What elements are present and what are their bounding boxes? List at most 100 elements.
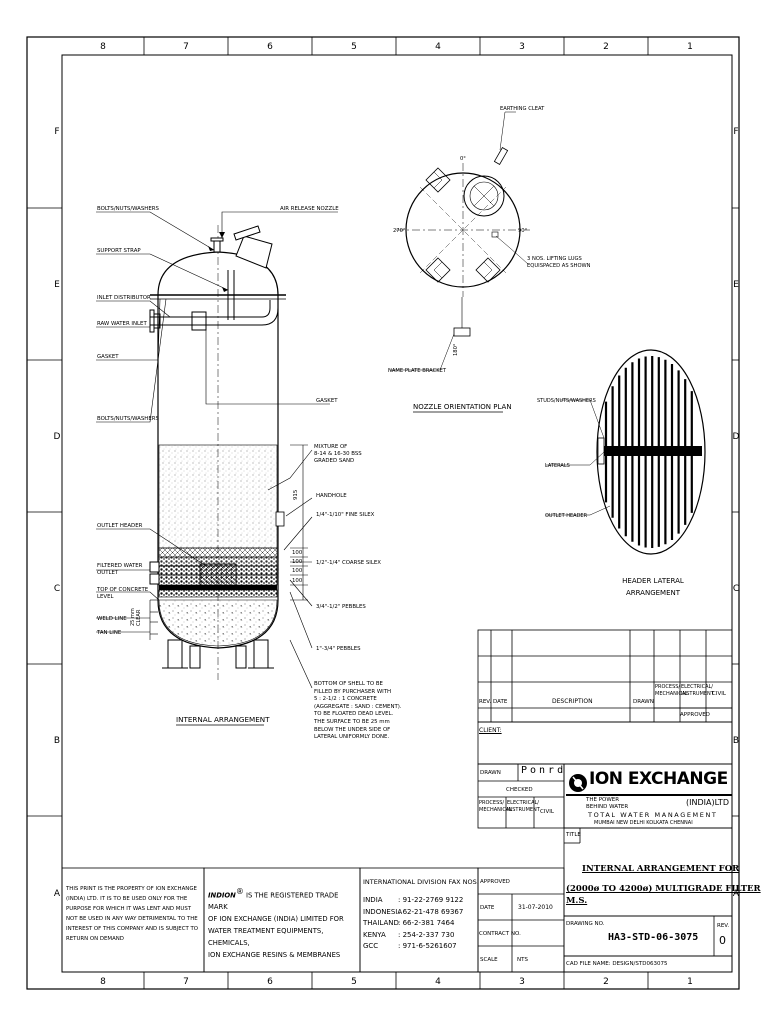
label-outlet-header-plan: OUTLET HEADER xyxy=(545,513,588,519)
label-name-plate: NAME PLATE BRACKET xyxy=(388,368,447,374)
col-label-2: 2 xyxy=(603,42,609,52)
label-deg-180: 180° xyxy=(453,343,459,356)
tagline: THE POWER BEHIND WATER xyxy=(586,797,629,810)
view-title-header-lateral: HEADER LATERAL ARRANGEMENT xyxy=(622,577,684,597)
col-label-5-bottom: 5 xyxy=(351,977,357,987)
indion-text-2: OF ION EXCHANGE (INDIA) LIMITED FOR WATE… xyxy=(208,915,344,960)
scale-label: SCALE xyxy=(480,957,498,963)
row-label-A-right: A xyxy=(733,889,740,899)
col-label-6-bottom: 6 xyxy=(267,977,273,987)
label-outlet-header: OUTLET HEADER xyxy=(97,523,143,529)
fax-country: INDONESIA xyxy=(363,907,403,916)
dim-100-d: 100 xyxy=(292,578,303,584)
rev-col-header: REV. xyxy=(479,699,492,705)
label-gasket-left: GASKET xyxy=(97,354,119,360)
fax-heading: INTERNATIONAL DIVISION FAX NOS. xyxy=(363,878,479,886)
label-deg-90: 90° xyxy=(518,228,528,234)
row-label-B: B xyxy=(54,736,60,746)
row-label-D-right: D xyxy=(733,432,740,442)
label-filtered-water-outlet: FILTERED WATER OUTLET xyxy=(97,563,143,576)
property-notice: THIS PRINT IS THE PROPERTY OF ION EXCHAN… xyxy=(66,886,198,942)
rev-label: REV. xyxy=(717,923,730,929)
row-label-C-right: C xyxy=(733,584,739,594)
drawn-by-name: Ponrd xyxy=(521,765,567,776)
fax-number: : 91-22-2769 9122 xyxy=(398,896,464,904)
fax-country: KENYA xyxy=(363,930,386,939)
rev-value: 0 xyxy=(719,934,726,947)
indion-word: INDION xyxy=(208,891,236,900)
registered-mark: ® xyxy=(235,887,244,896)
label-studs: STUDS/NUTS/WASHERS xyxy=(537,398,596,404)
scale-value: NTS xyxy=(517,957,528,963)
col-label-7-bottom: 7 xyxy=(183,977,189,987)
fax-number: : 62-21-478 69367 xyxy=(398,907,464,916)
view-title-internal: INTERNAL ARRANGEMENT xyxy=(176,715,270,724)
fax-country: INDIA xyxy=(363,896,383,904)
dim-100-c: 100 xyxy=(292,568,303,574)
label-fine-silex: 1/4"-1/10" FINE SILEX xyxy=(316,512,375,518)
dim-915: 915 xyxy=(293,490,299,500)
dim-100-a: 100 xyxy=(292,550,303,556)
label-support-strap: SUPPORT STRAP xyxy=(97,248,141,254)
label-coarse-silex: 1/2"-1/4" COARSE SILEX xyxy=(316,560,381,566)
col-label-2-bottom: 2 xyxy=(603,977,609,987)
company-cities: MUMBAI NEW DELHI KOLKATA CHENNAI xyxy=(594,820,693,826)
approved-header: APPROVED xyxy=(680,712,710,718)
col-label-6: 6 xyxy=(267,42,273,52)
title-line-1: INTERNAL ARRANGEMENT FOR xyxy=(582,864,740,874)
label-gasket-right: GASKET xyxy=(316,398,338,404)
view-title-nozzle: NOZZLE ORIENTATION PLAN xyxy=(413,403,512,411)
label-weld-line: WELD LINE xyxy=(97,616,127,622)
drawn-col-header: DRAWN xyxy=(633,699,654,705)
client-label: CLIENT: xyxy=(479,727,502,734)
dim-25-clear: 25 mm CLEAR xyxy=(130,608,142,626)
row-label-F: F xyxy=(54,127,59,137)
col-label-1-bottom: 1 xyxy=(687,977,693,987)
label-bolts-top: BOLTS/NUTS/WASHERS xyxy=(97,206,159,212)
col-label-4: 4 xyxy=(435,42,441,52)
drawn-row-label: DRAWN xyxy=(480,770,501,776)
indion-trademark: INDION® IS THE REGISTERED TRADE MARK OF I… xyxy=(208,886,358,961)
bottom-shell-note: BOTTOM OF SHELL TO BE FILLED BY PURCHASE… xyxy=(314,681,402,741)
label-lifting-lugs: 3 NOS. LIFTING LUGS EQUISPACED AS SHOWN xyxy=(527,256,591,269)
label-deg-0: 0° xyxy=(460,156,466,162)
label-laterals: LATERALS xyxy=(545,463,570,469)
date-value: 31-07-2010 xyxy=(518,904,553,911)
drawing-number: HA3-STD-06-3075 xyxy=(608,932,699,943)
row-label-E: E xyxy=(54,280,60,290)
checked-label: CHECKED xyxy=(506,787,533,793)
ion-exchange-logo xyxy=(566,774,732,796)
fax-country: GCC xyxy=(363,942,379,950)
checked-civil: CIVIL xyxy=(540,809,554,815)
indion-text-1: IS THE REGISTERED TRADE MARK xyxy=(208,891,339,912)
elec-inst-header: ELECTRICAL/ INSTRUMENT xyxy=(681,684,714,697)
dim-100-b: 100 xyxy=(292,559,303,565)
cad-file-name: CAD FILE NAME: DESIGN/STD063075 xyxy=(566,961,668,967)
label-earthing-cleat: EARTHING CLEAT xyxy=(500,106,545,112)
fax-number: : 254-2-337 730 xyxy=(398,930,455,939)
approved-row-label: APPROVED xyxy=(480,879,510,885)
label-deg-270: 270° xyxy=(393,228,406,234)
row-label-C: C xyxy=(54,584,60,594)
label-bolts-mid: BOLTS/NUTS/WASHERS xyxy=(97,416,159,422)
header-lateral-drawing xyxy=(546,349,706,555)
contract-no-label: CONTRACT NO. xyxy=(479,931,521,937)
company-suffix: (INDIA)LTD xyxy=(686,798,729,807)
col-label-1: 1 xyxy=(687,42,693,52)
label-top-concrete: TOP OF CONCRETE LEVEL xyxy=(97,587,149,600)
col-label-8: 8 xyxy=(100,42,106,52)
col-label-8-bottom: 8 xyxy=(100,977,106,987)
checked-process-mech: PROCESS/ MECHANICAL xyxy=(479,800,513,813)
col-label-7: 7 xyxy=(183,42,189,52)
date-row-label: DATE xyxy=(480,905,495,911)
title-line-2: (2000ø TO 4200ø) MULTIGRADE FILTER M.S. xyxy=(566,884,761,906)
label-pebbles-34: 3/4"-1/2" PEBBLES xyxy=(316,604,366,610)
label-raw-water-inlet: RAW WATER INLET xyxy=(97,321,147,327)
civil-header: CIVIL xyxy=(712,691,726,697)
row-label-A: A xyxy=(54,889,61,899)
total-water-management: TOTAL WATER MANAGEMENT xyxy=(588,811,718,819)
vessel-drawing xyxy=(96,211,338,689)
drawing-no-label: DRAWING NO. xyxy=(566,921,605,927)
checked-elec-inst: ELECTRICAL/ INSTRUMENT xyxy=(507,800,540,813)
label-tan-line: TAN LINE xyxy=(96,630,122,636)
